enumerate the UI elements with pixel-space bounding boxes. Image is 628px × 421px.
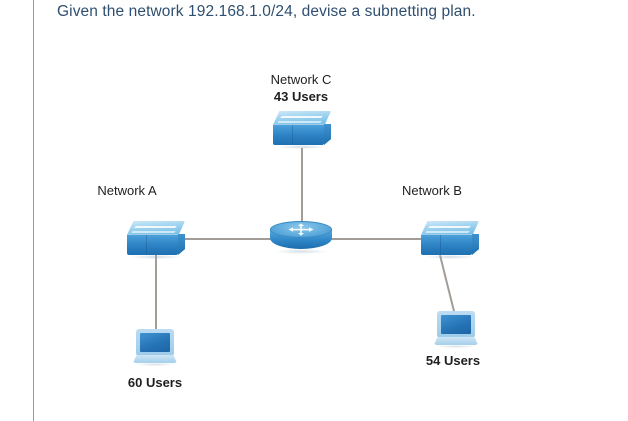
switch-shadow [425, 255, 475, 259]
laptop-base [133, 355, 177, 363]
network-switch-icon-c[interactable] [273, 111, 331, 149]
switch-side-face [178, 234, 185, 255]
switch-shadow [131, 255, 181, 259]
laptop-shadow [436, 345, 476, 348]
router-icon[interactable] [270, 221, 332, 254]
switch-top-face [127, 221, 185, 235]
laptop-shadow [135, 363, 175, 366]
laptop-icon-a[interactable] [133, 329, 177, 366]
laptop-icon-b[interactable] [434, 311, 478, 348]
switch-front-face [127, 234, 178, 255]
network-c-users-label: 43 Users [273, 89, 329, 104]
link-network-a-switch-to-host [155, 255, 157, 329]
link-router-to-network-b [331, 238, 422, 240]
link-network-b-switch-to-host [439, 255, 456, 316]
network-c-name-label: Network C [270, 72, 332, 87]
laptop-screen [140, 333, 170, 352]
link-router-to-network-c [301, 148, 303, 222]
switch-side-face [472, 234, 479, 255]
switch-front-face [421, 234, 472, 255]
network-a-name-label: Network A [97, 183, 157, 198]
switch-top-face [421, 221, 479, 235]
switch-shadow [277, 145, 327, 149]
switch-front-face [273, 124, 324, 145]
router-arrows-icon [288, 223, 314, 236]
switch-seam [440, 235, 441, 254]
switch-top-face [273, 111, 331, 125]
switch-seam [292, 125, 293, 144]
link-network-a-to-router [185, 238, 274, 240]
question-prompt: Given the network 192.168.1.0/24, devise… [57, 3, 476, 20]
router-shadow [275, 249, 327, 254]
switch-side-face [324, 124, 331, 145]
switch-seam [146, 235, 147, 254]
left-margin-rule [33, 0, 34, 421]
laptop-screen [441, 315, 471, 334]
network-a-users-label: 60 Users [127, 375, 183, 390]
network-switch-icon-b[interactable] [421, 221, 479, 259]
network-switch-icon-a[interactable] [127, 221, 185, 259]
laptop-base [434, 337, 478, 345]
network-b-name-label: Network B [402, 183, 462, 198]
network-b-users-label: 54 Users [425, 353, 481, 368]
